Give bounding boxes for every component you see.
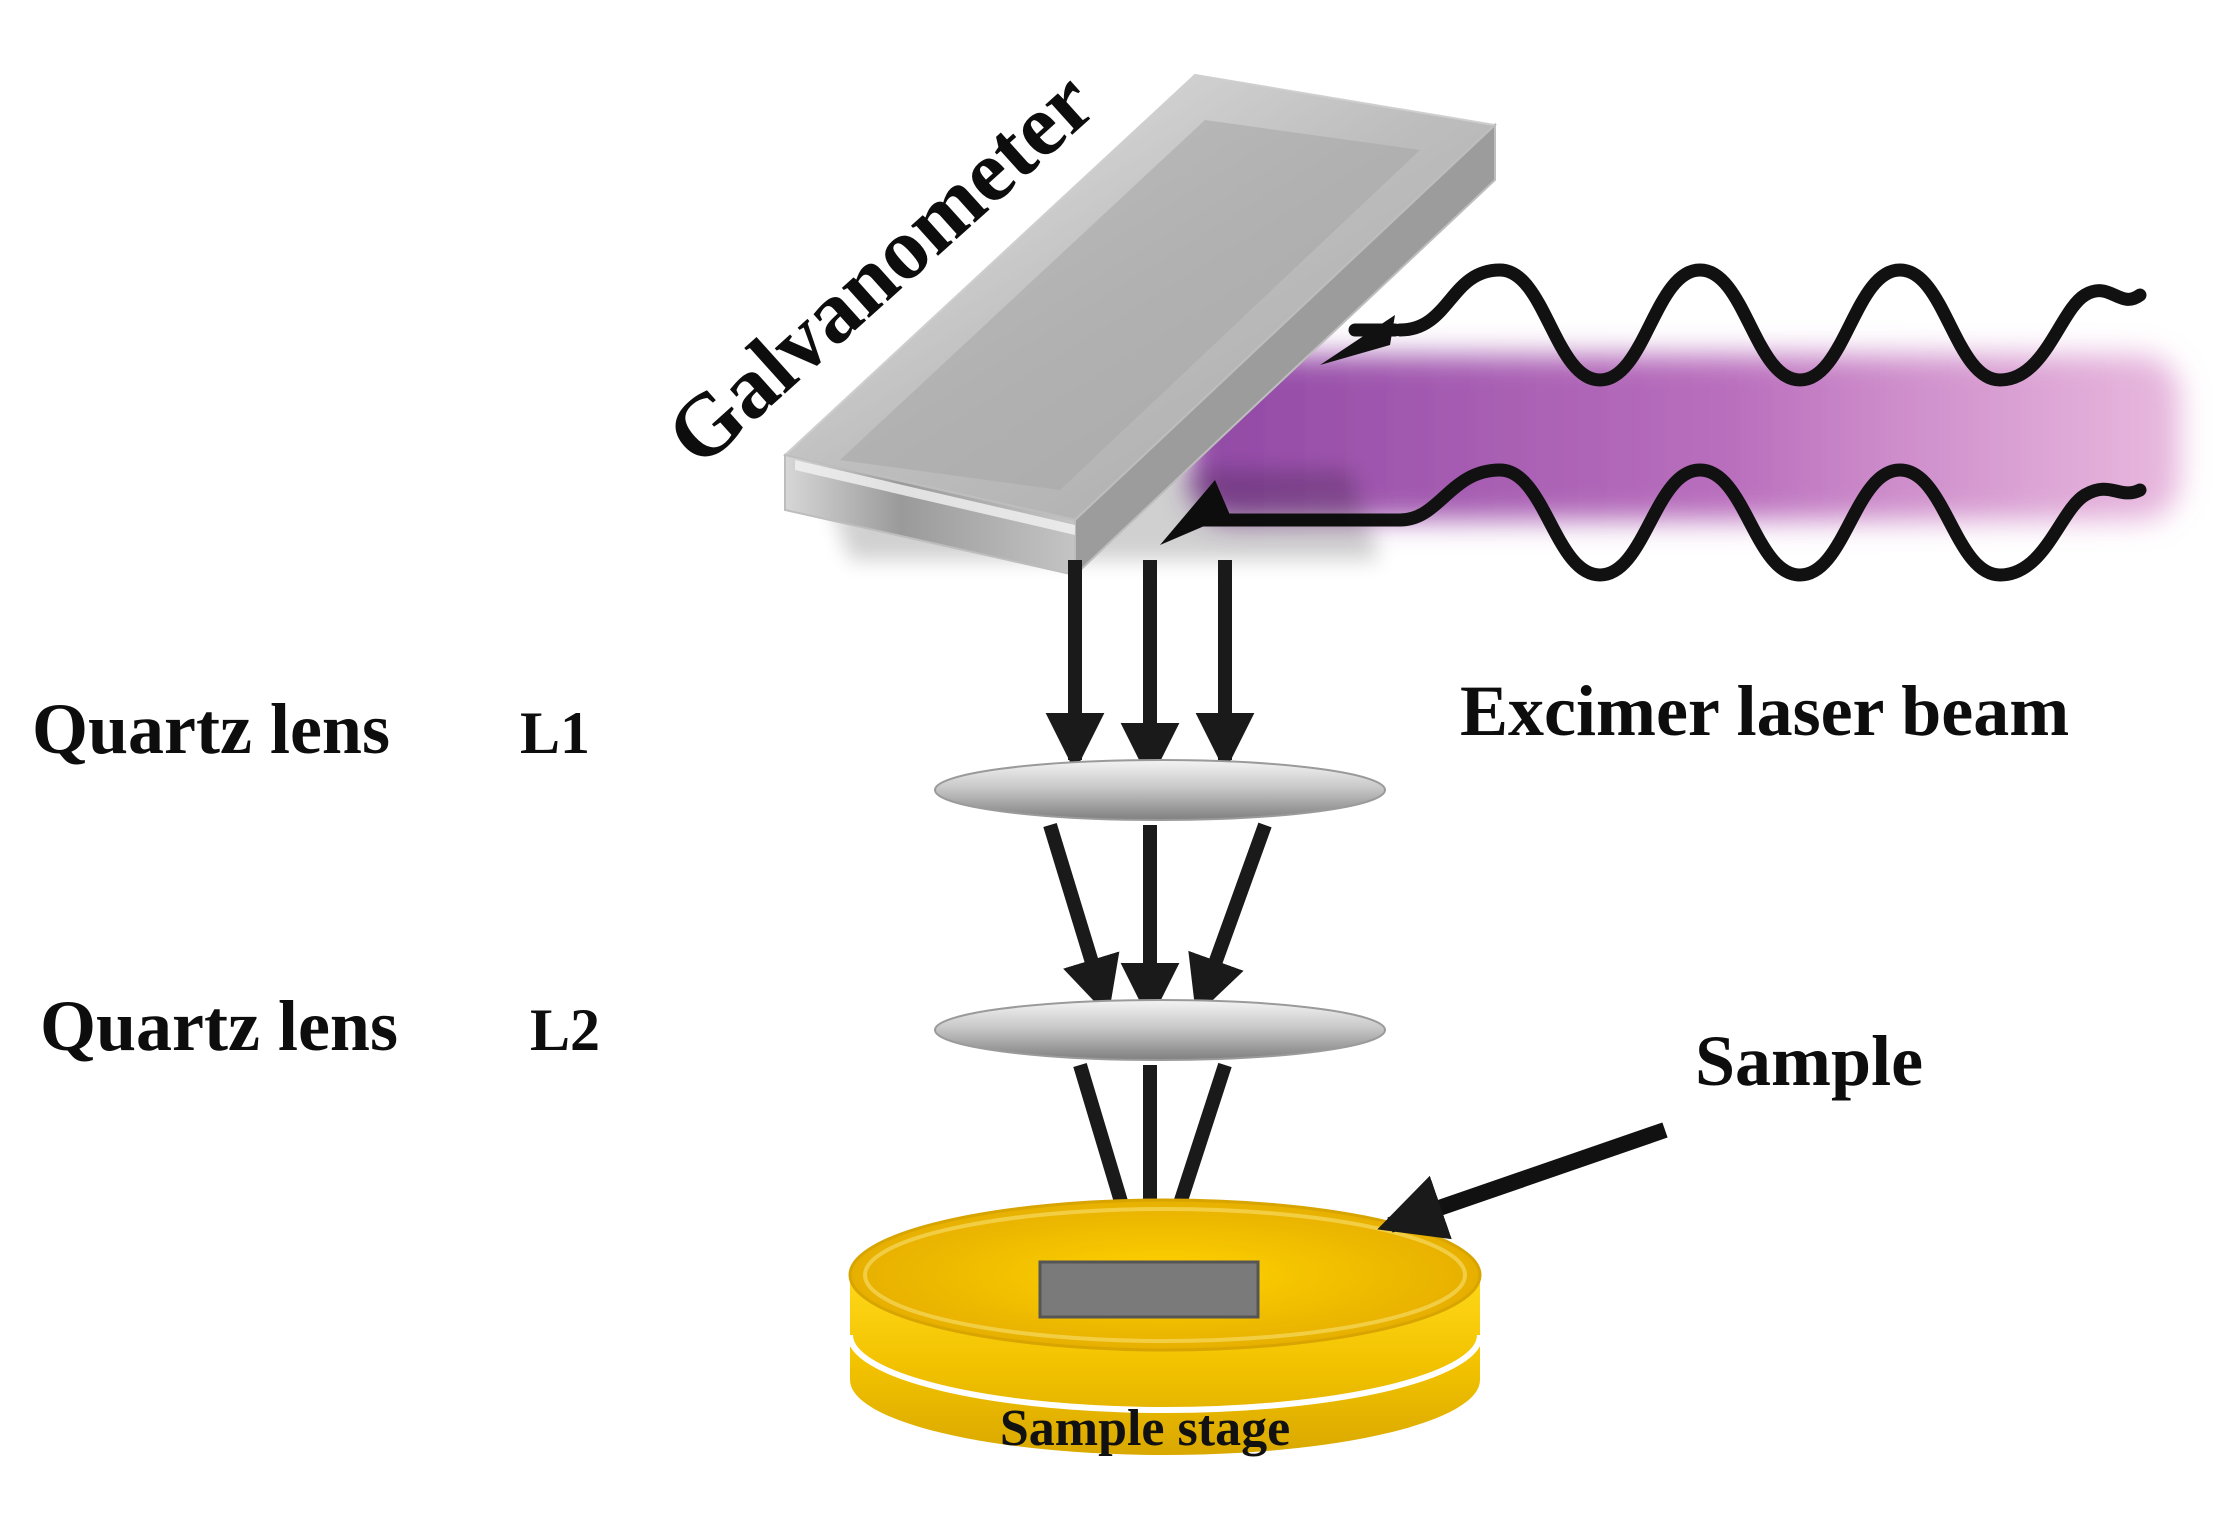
quartz-lens-l1 <box>934 759 1386 821</box>
arrows-mirror-to-l1 <box>1045 560 1255 782</box>
sample-pointer <box>1377 1122 1668 1240</box>
stage-band <box>847 1334 1483 1413</box>
quartz-lens-l2 <box>934 999 1386 1061</box>
lower-wave <box>1233 463 2147 582</box>
sample-plate <box>1038 1260 1260 1319</box>
sample-stage-label: Sample stage <box>1000 1400 1290 1457</box>
upper-wave <box>1393 263 2147 387</box>
excimer-beam-label: Excimer laser beam <box>1460 671 2069 751</box>
sample-stage <box>847 1198 1483 1455</box>
galvanometer-mirror <box>782 73 1498 578</box>
lens1-id-label: L1 <box>520 700 590 766</box>
mirror-end-face <box>1074 122 1496 578</box>
arrows-l1-to-l2 <box>1043 822 1272 1022</box>
mirror-highlight <box>795 460 1075 535</box>
lens1-name-label: Quartz lens <box>32 689 390 769</box>
arrow-left-2 <box>1043 822 1120 1017</box>
lens2-id-label: L2 <box>530 997 600 1063</box>
mirror-inner-face <box>840 120 1420 490</box>
lens2-name-label: Quartz lens <box>40 986 398 1066</box>
laser-beam <box>1190 355 2180 520</box>
upper-beam-arrowhead <box>1320 315 1395 365</box>
arrow-right-2 <box>1188 822 1272 1017</box>
sample-label: Sample <box>1695 1021 1923 1101</box>
